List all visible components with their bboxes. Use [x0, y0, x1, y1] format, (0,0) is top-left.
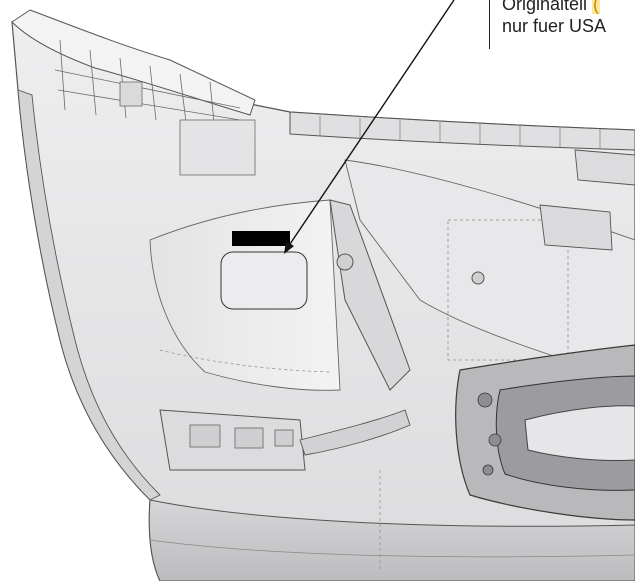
- callout-note: Originalteil ( nur fuer USA: [489, 0, 635, 49]
- right-recess: [344, 159, 635, 381]
- top-rail: [289, 111, 635, 151]
- label-plate: [220, 251, 308, 310]
- fastener-2: [336, 253, 354, 271]
- callout-highlight: (: [592, 0, 601, 14]
- bottom-lip: [148, 499, 635, 581]
- upper-flange: [11, 9, 256, 116]
- dashed-panel: [447, 219, 569, 361]
- right-upper-bracket: [539, 204, 613, 251]
- callout-line-2: nur fuer USA: [502, 16, 607, 36]
- flange-grid: [54, 39, 256, 176]
- callout-line-1: Originalteil (: [502, 0, 635, 15]
- left-edge: [17, 89, 161, 501]
- vertical-bracket: [329, 199, 411, 391]
- callout-line-1-text: Originalteil: [502, 0, 593, 14]
- redacted-label-text: [232, 231, 290, 246]
- fastener: [471, 271, 485, 285]
- leader-arrowhead: [284, 241, 294, 254]
- leader-line: [285, 0, 455, 251]
